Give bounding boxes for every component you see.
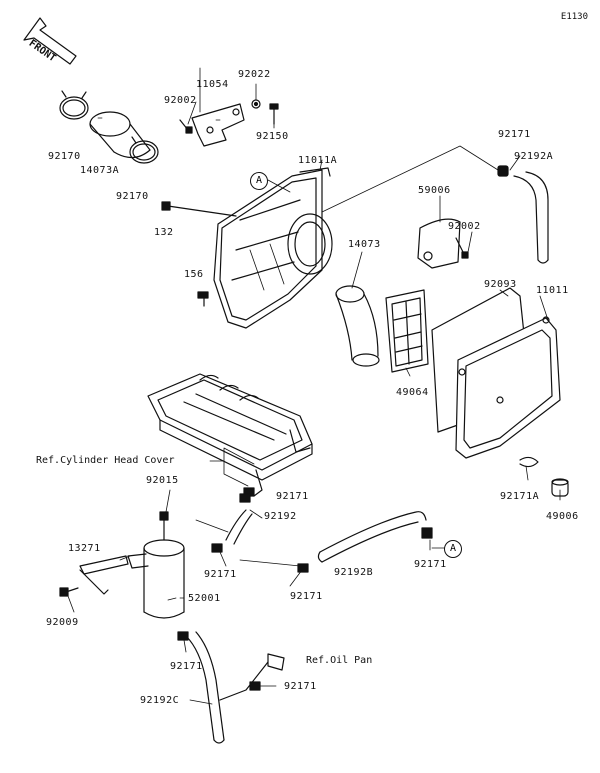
fitting-head-cover bbox=[243, 469, 263, 497]
clip-92171-f bbox=[249, 681, 261, 691]
washer-92022 bbox=[251, 99, 261, 109]
bolt-92002-right bbox=[455, 237, 469, 259]
clip-92171-b bbox=[211, 543, 223, 553]
label-14073: 14073 bbox=[348, 239, 381, 250]
label-92192C: 92192C bbox=[140, 695, 180, 706]
clip-92171-c bbox=[297, 563, 309, 573]
figure-code: E1130 bbox=[560, 12, 588, 22]
bolt-92009 bbox=[59, 587, 79, 597]
label-92009: 92009 bbox=[46, 617, 79, 628]
ref-cylinder-head-cover: Ref.Cylinder Head Cover bbox=[36, 455, 175, 466]
clip-92171-d bbox=[421, 527, 433, 539]
plate-59006 bbox=[417, 218, 461, 269]
hose-92192A bbox=[513, 171, 549, 264]
tank-52001 bbox=[127, 511, 185, 619]
filter-49064 bbox=[385, 289, 429, 373]
label-156: 156 bbox=[184, 269, 204, 280]
label-92192: 92192 bbox=[264, 511, 297, 522]
bracket-11054 bbox=[191, 67, 245, 147]
label-49006: 49006 bbox=[546, 511, 579, 522]
label-92150: 92150 bbox=[256, 131, 289, 142]
label-92170-mid: 92170 bbox=[116, 191, 149, 202]
hose-92192C bbox=[185, 631, 269, 744]
clip-92171-e bbox=[177, 631, 189, 641]
ref-circle-a-bottom: A bbox=[444, 540, 462, 558]
label-59006: 59006 bbox=[418, 185, 451, 196]
label-92002-top: 92002 bbox=[164, 95, 197, 106]
ref-circle-a-top: A bbox=[250, 172, 268, 190]
label-132: 132 bbox=[154, 227, 174, 238]
duct-14073 bbox=[335, 285, 380, 367]
label-92171-top: 92171 bbox=[498, 129, 531, 140]
duct-14073A bbox=[89, 111, 151, 159]
label-92022: 92022 bbox=[238, 69, 271, 80]
clamp-92170-mid bbox=[129, 136, 159, 164]
label-92171-c: 92171 bbox=[290, 591, 323, 602]
clip-92171A bbox=[519, 456, 539, 468]
stay-13271 bbox=[79, 555, 129, 595]
leader-lines bbox=[67, 83, 561, 705]
label-92015: 92015 bbox=[146, 475, 179, 486]
hose-92192B bbox=[317, 511, 427, 563]
ref-oil-pan: Ref.Oil Pan bbox=[306, 655, 373, 666]
label-92171-f: 92171 bbox=[284, 681, 317, 692]
label-92192B: 92192B bbox=[334, 567, 374, 578]
label-92192A: 92192A bbox=[514, 151, 554, 162]
clamp-92170-left bbox=[59, 90, 89, 120]
clip-92171-top bbox=[497, 165, 509, 177]
front-arrow-icon bbox=[23, 17, 77, 65]
cap-49006 bbox=[551, 478, 569, 497]
label-92171-a: 92171 bbox=[276, 491, 309, 502]
label-52001: 52001 bbox=[188, 593, 221, 604]
bolt-92002-top bbox=[179, 119, 193, 134]
label-49064: 49064 bbox=[396, 387, 429, 398]
label-13271: 13271 bbox=[68, 543, 101, 554]
clip-92171-a bbox=[239, 493, 251, 503]
label-14073A: 14073A bbox=[80, 165, 120, 176]
cylinder-head-cover bbox=[147, 373, 313, 481]
label-92171-e: 92171 bbox=[170, 661, 203, 672]
label-11011: 11011 bbox=[536, 285, 569, 296]
screw-92150 bbox=[269, 103, 279, 125]
label-92171-b: 92171 bbox=[204, 569, 237, 580]
label-11011A: 11011A bbox=[298, 155, 338, 166]
bolt-156 bbox=[197, 291, 209, 307]
bolt-132 bbox=[161, 201, 237, 217]
label-92171A: 92171A bbox=[500, 491, 540, 502]
cover-11011 bbox=[455, 316, 561, 459]
fitting-oil-pan bbox=[267, 653, 285, 671]
hose-92192 bbox=[225, 509, 253, 545]
label-92171-d: 92171 bbox=[414, 559, 447, 570]
label-92002-right: 92002 bbox=[448, 221, 481, 232]
label-92170-left: 92170 bbox=[48, 151, 81, 162]
airbox-11011A bbox=[213, 167, 333, 329]
label-11054: 11054 bbox=[196, 79, 229, 90]
label-92093: 92093 bbox=[484, 279, 517, 290]
